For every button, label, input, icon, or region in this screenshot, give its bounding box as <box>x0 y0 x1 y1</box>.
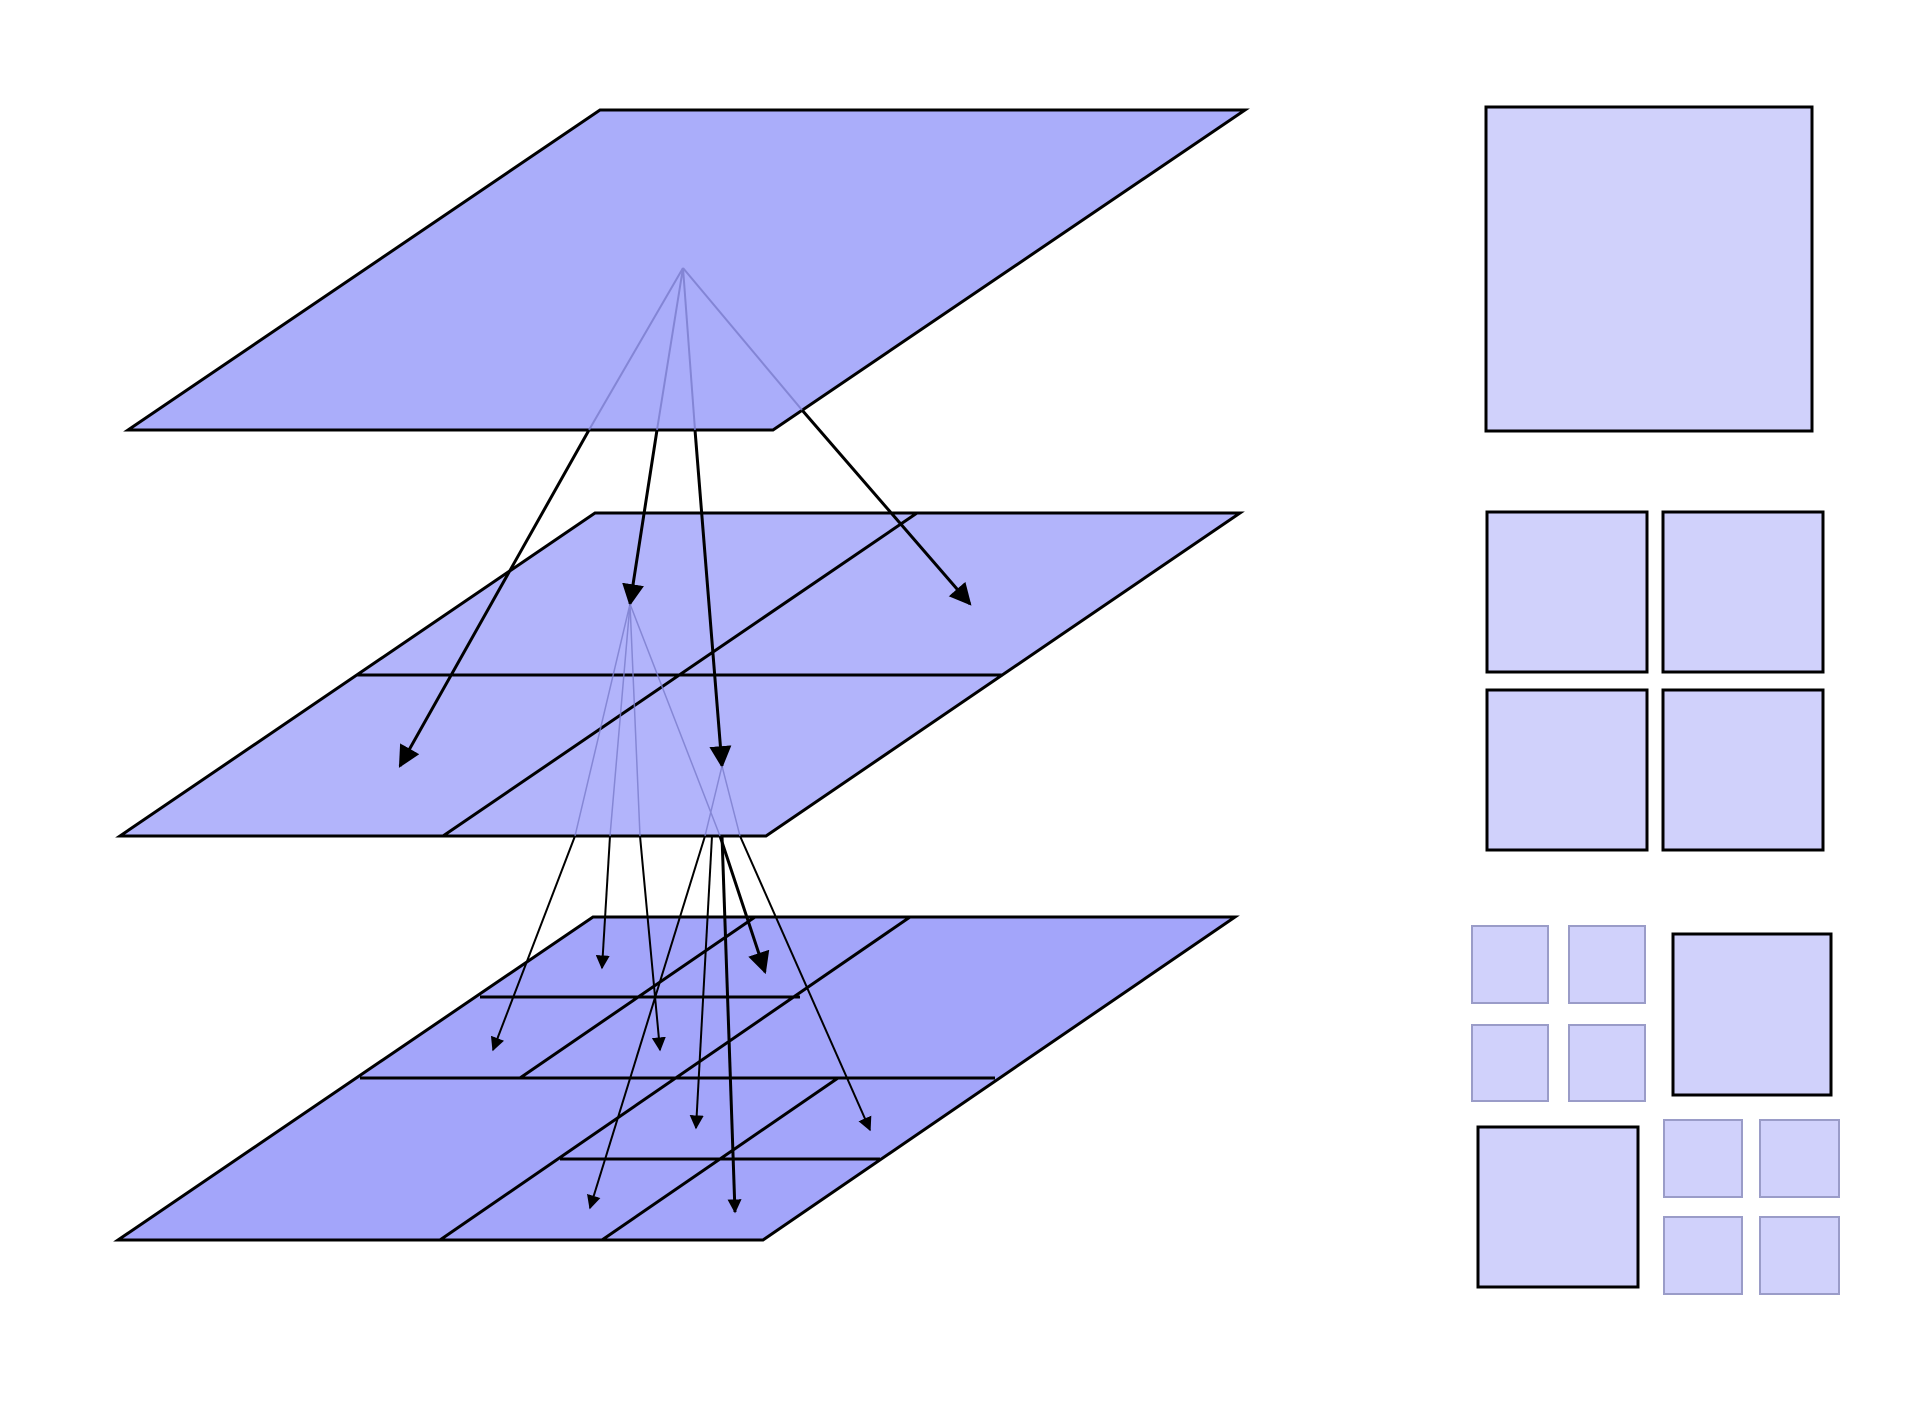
arrow-tl-4 <box>718 835 770 975</box>
arrow-br-1 <box>587 835 706 1210</box>
arrow-br-4 <box>739 835 872 1132</box>
flat-cell <box>1759 1216 1840 1295</box>
arrow-br-2 <box>689 835 713 1130</box>
flat-view-level-1 <box>1485 510 1825 852</box>
flat-cell <box>1671 932 1833 1097</box>
plane-level-1-cell-lines <box>357 511 1003 838</box>
arrow-to-cell-top-right <box>800 409 972 606</box>
flat-cell <box>1476 1125 1640 1289</box>
flat-cell <box>1485 688 1649 852</box>
flat-cell <box>1484 105 1814 433</box>
arrow-tl-2 <box>595 835 611 970</box>
plane-level-2 <box>113 915 1240 1242</box>
arrow-to-cell-bottom-right <box>693 429 732 769</box>
flat-cell <box>1661 688 1825 852</box>
arrow-br-3 <box>720 835 742 1214</box>
arrow-tl-1 <box>490 835 576 1052</box>
flat-cell <box>1485 510 1649 674</box>
flat-cell <box>1759 1119 1840 1198</box>
flat-cell <box>1568 925 1646 1004</box>
arrow-to-cell-top-left <box>622 429 659 607</box>
plane-level-0 <box>123 108 1250 432</box>
flat-cell <box>1661 510 1825 674</box>
plane-level-1 <box>115 511 1245 838</box>
plane-level-2-cell-lines <box>360 915 995 1242</box>
arrow-tl-3 <box>639 835 666 1052</box>
flat-view-level-0 <box>1484 105 1814 433</box>
flat-cell <box>1471 925 1549 1004</box>
flat-cell <box>1471 1024 1549 1102</box>
arrows-level-1-to-2 <box>490 603 872 1214</box>
flat-cell <box>1568 1024 1646 1102</box>
flat-view-level-2 <box>1471 925 1840 1295</box>
plane-level-0-surface <box>123 108 1250 432</box>
flat-cell <box>1663 1216 1743 1295</box>
flat-cell <box>1663 1119 1743 1198</box>
arrow-to-cell-bottom-left <box>398 429 591 768</box>
arrows-level-0-to-1 <box>398 267 972 769</box>
